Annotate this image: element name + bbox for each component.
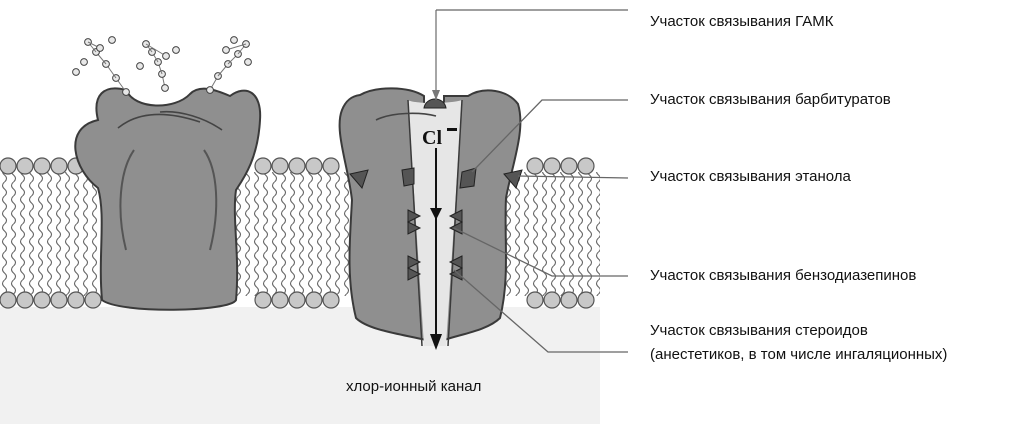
chloride-ion-label: Cl — [422, 127, 442, 149]
label-steroid-site-detail: (анестетиков, в том числе ингаляционных) — [650, 346, 947, 364]
receptor-left-body — [75, 88, 260, 309]
intracellular-space — [0, 307, 600, 424]
lipid-tails — [0, 172, 600, 296]
label-ethanol-site: Участок связывания этанола — [650, 168, 851, 186]
label-benzodiazepine-site: Участок связывания бензодиазепинов — [650, 267, 916, 285]
label-steroid-site: Участок связывания стероидов — [650, 322, 868, 340]
label-chloride-channel: хлор-ионный канал — [346, 378, 481, 396]
label-barbiturate-site: Участок связывания барбитуратов — [650, 91, 891, 109]
receptor-right: Cl — [340, 88, 522, 350]
label-gaba-site: Участок связывания ГАМК — [650, 13, 834, 31]
receptor-left — [75, 88, 260, 309]
ion-charge-minus — [447, 128, 457, 131]
